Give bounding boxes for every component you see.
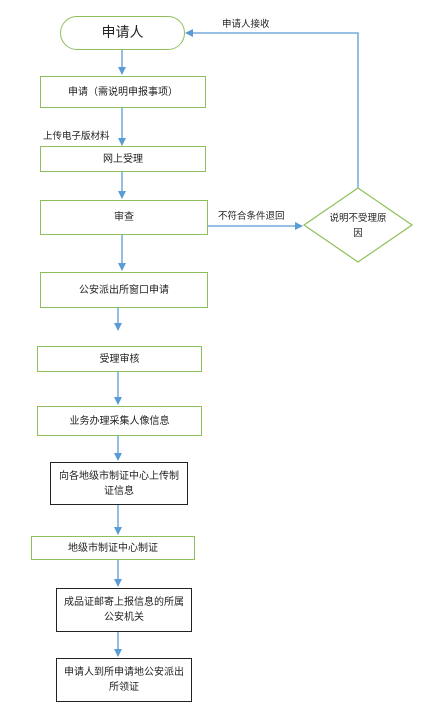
upload-material-label: 上传电子版材料 (43, 131, 110, 142)
police-apply-node: 公安派出所窗口申请 (40, 272, 208, 308)
accept-review-node: 受理审核 (37, 346, 202, 372)
review-node: 审查 (40, 200, 208, 235)
reject-node-label: 说明不受理原因 (329, 213, 387, 239)
apply-node: 申请（需说明申报事项） (40, 76, 206, 108)
upload-info-node: 向各地级市制证中心上传制证信息 (50, 462, 188, 505)
reject-decision-diamond (302, 187, 414, 263)
city-make-node-label: 地级市制证中心制证 (68, 542, 158, 554)
start-node: 申请人 (60, 16, 185, 50)
city-make-node: 地级市制证中心制证 (31, 536, 195, 560)
not-qualified-label: 不符合条件退回 (218, 211, 285, 222)
apply-node-label: 申请（需说明申报事项） (68, 86, 178, 98)
collect-photo-node-label: 业务办理采集人像信息 (69, 415, 170, 427)
collect-cert-node-label: 申请人到所申请地公安派出所领证 (64, 667, 184, 693)
start-node-label: 申请人 (101, 24, 144, 41)
arrow-reject-to-start (185, 29, 359, 188)
collect-photo-node: 业务办理采集人像信息 (37, 406, 202, 436)
police-apply-node-label: 公安派出所窗口申请 (79, 284, 169, 296)
applicant-receive-label: 申请人接收 (222, 19, 270, 30)
accept-review-node-label: 受理审核 (99, 353, 140, 365)
upload-info-node-label: 向各地级市制证中心上传制证信息 (59, 470, 179, 497)
collect-cert-node: 申请人到所申请地公安派出所领证 (56, 658, 192, 702)
mail-cert-node: 成品证邮寄上报信息的所属公安机关 (56, 588, 192, 632)
mail-cert-node-label: 成品证邮寄上报信息的所属公安机关 (64, 597, 184, 623)
online-accept-node-label: 网上受理 (103, 153, 143, 165)
review-node-label: 审查 (114, 212, 134, 223)
online-accept-node: 网上受理 (40, 146, 206, 172)
